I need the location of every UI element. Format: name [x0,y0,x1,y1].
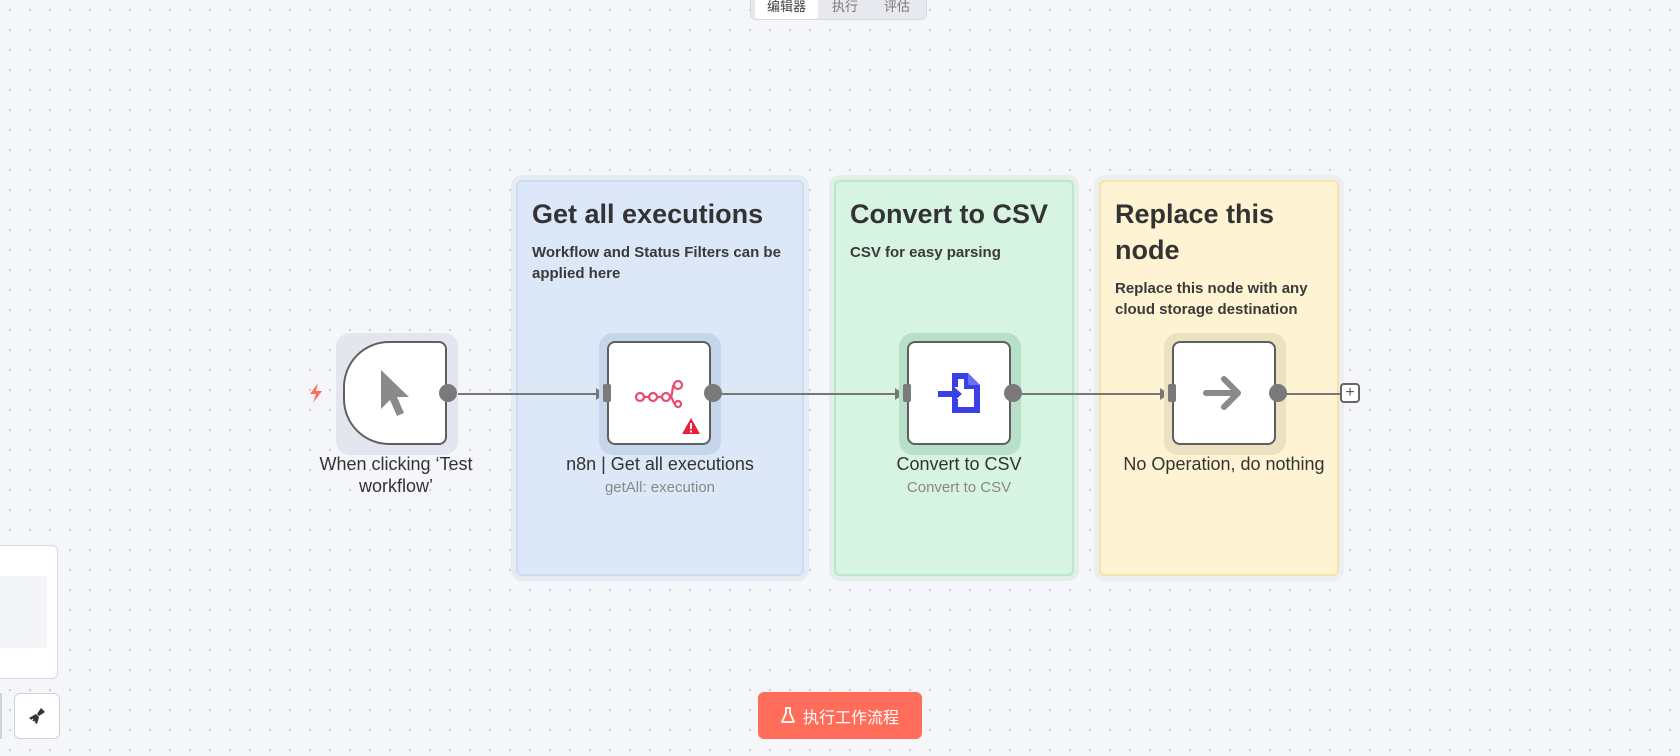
sticky-note-get-executions[interactable]: Get all executions Workflow and Status F… [516,180,804,576]
connection-wire[interactable] [722,393,903,395]
connection-wire-stub [1286,393,1340,395]
no-op-node[interactable] [1172,341,1276,445]
node-subtitle: getAll: execution [604,479,716,496]
sticky-note-body: CSV for easy parsing [850,244,1001,261]
sticky-note-body: Replace this node with any cloud storage… [1115,280,1308,318]
view-tabs: 编辑器 执行 评估 [750,0,928,20]
connection-wire[interactable] [457,393,604,395]
tidy-up-button[interactable] [14,693,60,739]
output-handle[interactable] [704,384,722,402]
sticky-note-title: Get all executions [532,199,764,229]
n8n-get-executions-node[interactable] [607,341,711,445]
output-handle[interactable] [1269,384,1287,402]
input-handle[interactable] [1168,384,1176,402]
convert-to-csv-node[interactable] [907,341,1011,445]
plus-icon: + [1345,384,1355,401]
warning-icon[interactable] [681,417,701,435]
connection-wire[interactable] [1022,393,1168,395]
sticky-note-body: Workflow and Status Filters can be appli… [532,244,781,282]
file-convert-icon [938,373,980,413]
canvas-side-panel [0,545,58,679]
toolbar-edge [0,693,2,739]
flask-icon [781,707,795,723]
sticky-note-title: Convert to CSV [850,199,1049,229]
input-handle[interactable] [603,384,611,402]
manual-trigger-node[interactable] [343,341,447,445]
node-label: No Operation, do nothing [1123,454,1325,474]
trigger-lightning-icon [310,383,322,403]
broom-icon [29,708,45,724]
input-handle[interactable] [903,384,911,402]
node-label: Convert to CSV [896,454,1022,474]
execute-workflow-button[interactable]: 执行工作流程 [758,692,922,739]
node-subtitle: Convert to CSV [906,479,1012,496]
n8n-logo-icon [635,379,683,408]
output-handle[interactable] [439,384,457,402]
tab-evaluations[interactable]: 评估 [884,0,911,14]
node-label: When clicking ‘Test workflow’ [319,454,473,496]
add-node-button[interactable]: + [1340,383,1360,403]
execute-workflow-label: 执行工作流程 [802,709,899,727]
sticky-note-title: Replace this node [1115,199,1275,265]
tab-editor[interactable]: 编辑器 [755,0,819,19]
side-panel-content [0,576,47,648]
node-label: n8n | Get all executions [566,454,754,474]
arrow-right-icon [1203,376,1241,410]
tab-executions[interactable]: 执行 [832,0,859,14]
cursor-icon [381,370,409,416]
output-handle[interactable] [1004,384,1022,402]
